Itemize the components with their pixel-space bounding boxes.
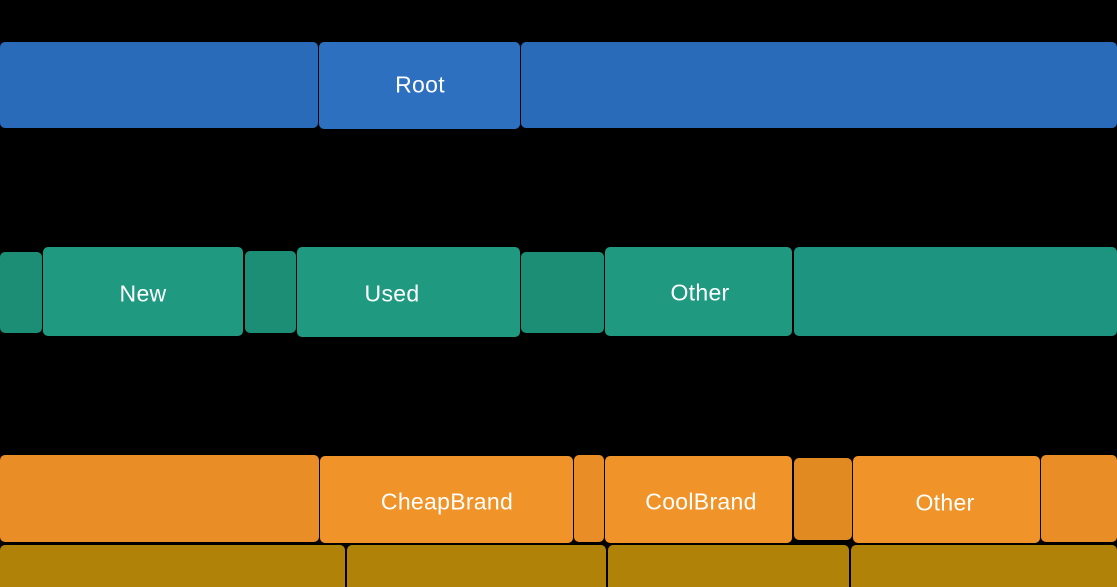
node-level3-seg4[interactable] [851,545,1117,587]
node-cheapbrand[interactable] [320,456,573,543]
node-level2-seg2[interactable] [574,455,604,542]
node-coolbrand[interactable] [605,456,792,543]
node-level1-seg1[interactable] [0,252,42,333]
node-level2-seg3[interactable] [793,458,852,540]
node-other-level1[interactable] [605,247,792,336]
node-level1-seg4[interactable] [794,247,1117,336]
node-level2-seg4[interactable] [1041,455,1117,542]
node-level0-left[interactable] [0,42,318,128]
node-level3-seg3[interactable] [608,545,849,587]
node-used[interactable] [296,246,520,337]
node-root[interactable] [318,41,520,129]
node-level1-seg2[interactable] [244,251,296,333]
node-level0-right[interactable] [521,42,1117,128]
node-level2-seg1[interactable] [0,455,319,542]
node-level1-seg3[interactable] [521,251,604,333]
node-new[interactable] [43,247,243,336]
node-other-level2[interactable] [853,456,1040,543]
node-level3-seg2[interactable] [347,545,606,587]
node-level3-seg1[interactable] [0,545,345,587]
